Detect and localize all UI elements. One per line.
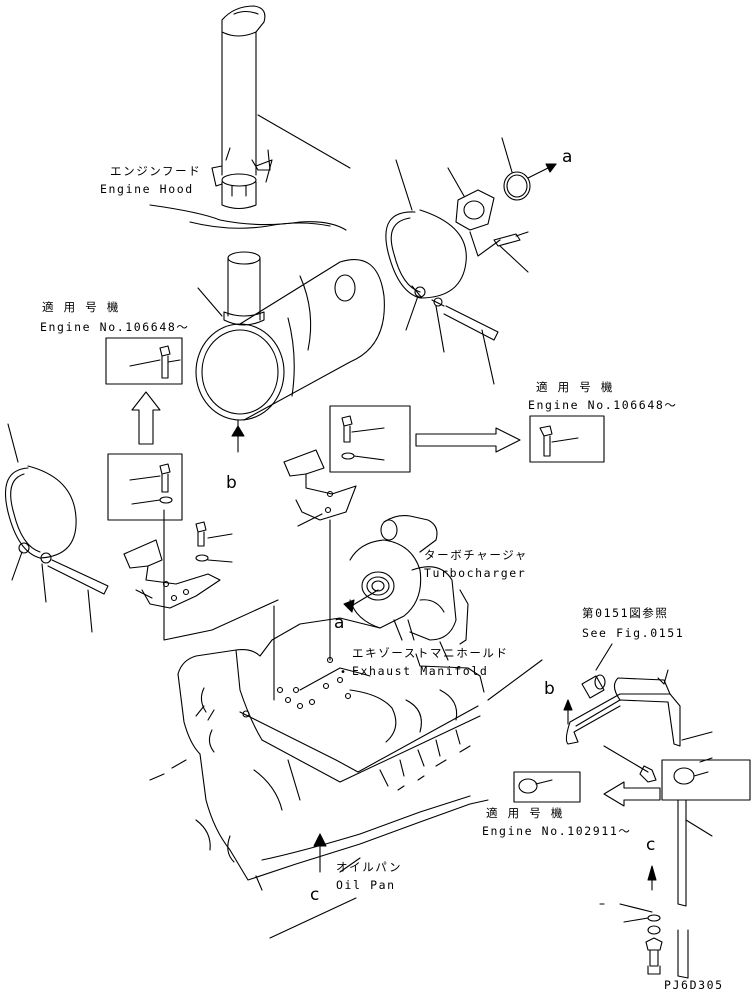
turbocharger-label-jp: ターボチャージャ: [424, 548, 528, 562]
vertical-pipe: [600, 800, 712, 978]
engine-hood-outline: [150, 115, 350, 230]
callout-a-turbo: a: [334, 613, 345, 633]
manifold-label-jp: エキゾーストマニホールド: [352, 646, 509, 660]
bracket-lower: [124, 522, 232, 608]
oil-pan-label-en: Oil Pan: [336, 878, 396, 892]
box-clip-left: [514, 772, 580, 802]
muffler: [196, 252, 384, 428]
callout-b-muffler: b: [226, 473, 237, 493]
engine-number-3: Engine No.102911～: [482, 824, 632, 838]
callout-b-pipe: b: [544, 679, 555, 699]
engine-number-2: Engine No.106648～: [528, 398, 678, 412]
applicable-label-2: 適 用 号 機: [536, 380, 614, 394]
engine-block: [150, 618, 488, 890]
box-bolt-applied: [530, 416, 604, 462]
clamp-band-left: [6, 424, 109, 632]
bracket-upper: [284, 450, 356, 526]
manifold-bullet: •: [340, 667, 348, 678]
engine-hood-label-jp: エンジンフード: [110, 164, 202, 178]
clamp-band-upper: [386, 160, 498, 384]
turbocharger: [344, 516, 468, 660]
arrow-right: [416, 428, 520, 452]
box-bolt-top: [106, 338, 182, 384]
exhaust-stack: [212, 6, 272, 209]
leader-lines: [164, 426, 333, 700]
engine-hood-label-en: Engine Hood: [100, 182, 194, 196]
box-bolt-right: [330, 406, 410, 472]
callout-c-pipe: c: [646, 835, 656, 855]
box-clip-right: [662, 760, 750, 800]
manifold-label-en: Exhaust Manifold: [352, 664, 489, 678]
applicable-label-1: 適 用 号 機: [42, 300, 120, 314]
oil-pan-arrow: [270, 834, 360, 938]
turbocharger-label-en: Turbocharger: [424, 566, 527, 580]
oil-pipe-assembly: [488, 644, 712, 782]
arrow-left: [604, 782, 660, 806]
see-fig-label-en: See Fig.0151: [582, 626, 685, 640]
box-bolt-mid: [108, 454, 182, 520]
arrow-up-left: [132, 392, 160, 444]
applicable-label-3: 適 用 号 機: [486, 806, 564, 820]
see-fig-label-jp: 第0151図参照: [582, 606, 669, 620]
callout-c-oilpan: c: [310, 885, 320, 905]
flange-gasket: [448, 138, 530, 272]
arrow-a-top: [528, 164, 556, 178]
drawing-id: PJ6D305: [664, 978, 724, 992]
oil-pan-label-jp: オイルパン: [336, 860, 403, 874]
callout-a-top: a: [562, 147, 573, 167]
engine-number-1: Engine No.106648～: [40, 320, 190, 334]
